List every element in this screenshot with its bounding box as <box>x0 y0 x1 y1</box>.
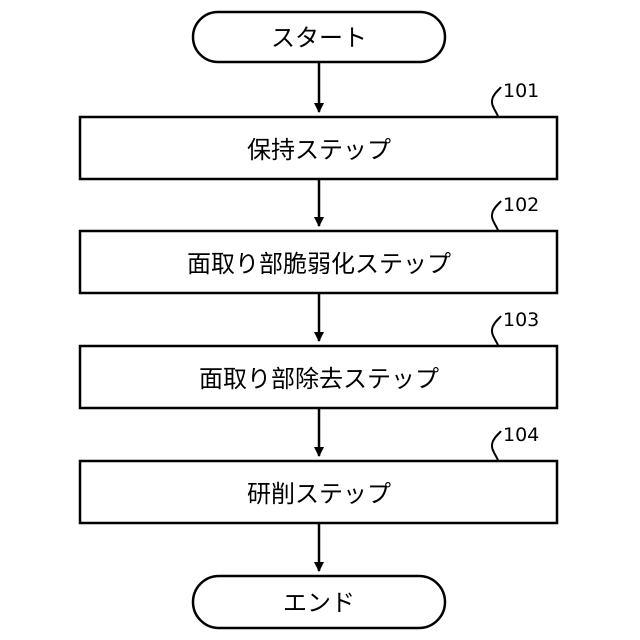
step-103-leader <box>492 316 501 345</box>
step-103-ref: 103 <box>503 309 539 331</box>
step-104-leader <box>492 431 501 460</box>
end-terminal: エンド <box>193 576 445 628</box>
step-101-label: 保持ステップ <box>247 136 391 164</box>
step-102-ref: 102 <box>503 194 539 216</box>
start-terminal: スタート <box>193 12 445 62</box>
step-102-leader <box>492 201 501 230</box>
step-103-label: 面取り部除去ステップ <box>199 365 439 393</box>
end-label: エンド <box>283 589 355 617</box>
step-101-leader <box>492 87 501 116</box>
step-104-ref: 104 <box>503 424 539 446</box>
start-label: スタート <box>271 24 367 52</box>
step-104-label: 研削ステップ <box>247 480 391 508</box>
step-101-ref: 101 <box>503 80 539 102</box>
step-102-label: 面取り部脆弱化ステップ <box>187 250 451 278</box>
